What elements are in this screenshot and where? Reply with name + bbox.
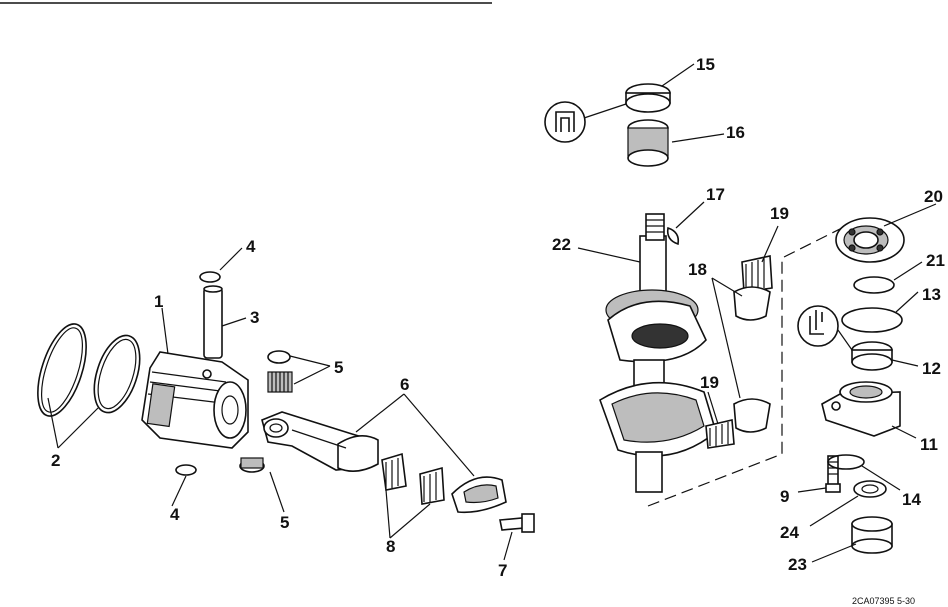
callout-20: 20 [924,187,943,206]
thrust-washer-hole [861,484,879,494]
rod-bearing-halves [381,452,445,505]
bearing-retainer-upper [733,286,771,321]
callout-16: 16 [726,123,745,142]
piston [141,351,249,449]
callout-4-top: 4 [246,237,256,256]
callout-6: 6 [400,375,409,394]
callout-3: 3 [250,308,259,327]
bearing-retainer-lower [733,398,771,433]
ball-bearing [835,217,905,263]
adhesive-symbol-leader [583,103,627,119]
callout-7: 7 [498,561,507,580]
callout-9: 9 [780,487,789,506]
callout-17: 17 [706,185,725,204]
rod-cap-screw [499,513,535,533]
callout-5-top: 5 [334,358,343,377]
callout-12: 12 [922,359,941,378]
crankshaft-seal [851,341,893,371]
main-bearing-upper [741,255,773,293]
seal [625,83,671,113]
piston-rings [37,323,141,417]
callout-21: 21 [926,251,945,270]
leader-lines [47,63,937,563]
pin-clip-bottom [175,464,197,476]
needle-bearing [627,119,669,167]
pin-clip-top [199,271,221,283]
callout-19-bottom: 19 [700,373,719,392]
o-ring [841,307,903,333]
woodruff-key [666,226,680,246]
thrust-washer [853,480,887,498]
footer-code: 2CA07395 5-30 [852,596,915,606]
callout-11: 11 [920,435,938,454]
sealant-symbol-leader [837,329,853,351]
callout-22: 22 [552,235,571,254]
crankshaft [599,213,717,493]
callout-19-top: 19 [770,204,789,223]
callout-2: 2 [51,451,60,470]
callout-8: 8 [386,537,395,556]
callout-14: 14 [902,490,921,509]
rod-cap [451,476,507,514]
callout-15: 15 [696,55,715,74]
callout-1: 1 [154,292,163,311]
needle-bearing-lower [239,457,265,473]
lower-bearing-housing [821,381,901,437]
sealant-symbol-icon [797,305,839,347]
piston-pin [203,285,223,359]
seal-cup [851,516,893,554]
main-bearing-lower [705,419,735,449]
callout-23: 23 [788,555,807,574]
connecting-rod [261,411,379,472]
dashed-boundary [647,223,851,507]
callout-24: 24 [780,523,799,542]
adhesive-symbol-icon [544,101,586,143]
callout-5-bottom: 5 [280,513,289,532]
callout-18: 18 [688,260,707,279]
callout-13: 13 [922,285,941,304]
retaining-ring [853,276,895,294]
needle-bearing-upper [267,350,293,393]
callout-4-bottom: 4 [170,505,180,524]
o-ring-small [827,454,865,470]
